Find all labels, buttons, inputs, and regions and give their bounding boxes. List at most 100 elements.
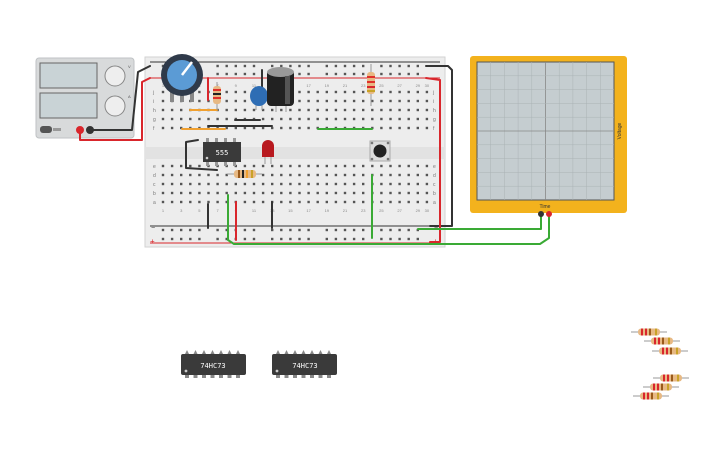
breadboard-hole[interactable] (325, 164, 328, 168)
breadboard-hole[interactable] (225, 108, 228, 112)
breadboard-hole[interactable] (407, 126, 410, 130)
rail-hole[interactable] (389, 237, 392, 241)
breadboard-hole[interactable] (334, 117, 338, 121)
breadboard-hole[interactable] (161, 191, 165, 195)
loose-resistor[interactable] (643, 383, 679, 391)
breadboard-hole[interactable] (325, 191, 328, 195)
rail-hole[interactable] (243, 237, 247, 241)
breadboard-hole[interactable] (161, 182, 165, 186)
breadboard-hole[interactable] (425, 108, 429, 112)
breadboard-hole[interactable] (180, 117, 183, 121)
rail-hole[interactable] (380, 72, 383, 76)
wire-rail-ground-link[interactable] (425, 65, 453, 227)
breadboard-hole[interactable] (416, 191, 419, 195)
breadboard-hole[interactable] (225, 126, 228, 130)
breadboard-hole[interactable] (371, 117, 374, 121)
breadboard-hole[interactable] (307, 117, 310, 121)
breadboard-hole[interactable] (371, 99, 374, 103)
breadboard-hole[interactable] (343, 200, 347, 204)
wire-scope-probe-a[interactable] (417, 213, 542, 230)
rail-hole[interactable] (298, 228, 301, 232)
rail-hole[interactable] (289, 237, 292, 241)
rail-hole[interactable] (280, 64, 283, 68)
timer-555-chip[interactable]: 555 (203, 138, 241, 166)
breadboard-holes[interactable] (161, 64, 429, 241)
rail-hole[interactable] (389, 228, 392, 232)
breadboard-hole[interactable] (180, 182, 183, 186)
breadboard-hole[interactable] (161, 108, 165, 112)
breadboard-hole[interactable] (380, 99, 383, 103)
rail-hole[interactable] (343, 64, 347, 68)
breadboard-hole[interactable] (207, 117, 210, 121)
resistor-r2[interactable] (367, 64, 375, 106)
breadboard-hole[interactable] (261, 108, 265, 112)
rail-hole[interactable] (252, 237, 256, 241)
breadboard-hole[interactable] (207, 173, 210, 177)
breadboard-hole[interactable] (389, 191, 392, 195)
breadboard-hole[interactable] (398, 164, 401, 168)
breadboard-hole[interactable] (343, 108, 347, 112)
rail-hole[interactable] (343, 228, 347, 232)
breadboard-hole[interactable] (271, 191, 274, 195)
rail-hole[interactable] (398, 228, 401, 232)
wire-power-negative[interactable] (89, 65, 151, 131)
rail-hole[interactable] (407, 228, 410, 232)
rail-hole[interactable] (161, 64, 165, 68)
rail-hole[interactable] (298, 237, 301, 241)
breadboard-hole[interactable] (261, 126, 265, 130)
breadboard-hole[interactable] (307, 90, 310, 94)
breadboard-hole[interactable] (362, 182, 365, 186)
oscilloscope-probe-positive[interactable] (546, 211, 552, 217)
rail-hole[interactable] (416, 64, 419, 68)
breadboard-hole[interactable] (207, 191, 210, 195)
breadboard-hole[interactable] (389, 90, 392, 94)
breadboard-hole[interactable] (343, 191, 347, 195)
rail-hole[interactable] (216, 228, 219, 232)
breadboard-hole[interactable] (161, 126, 165, 130)
breadboard-hole[interactable] (407, 191, 410, 195)
breadboard-hole[interactable] (334, 108, 338, 112)
breadboard-hole[interactable] (261, 191, 265, 195)
rail-hole[interactable] (180, 237, 183, 241)
breadboard-hole[interactable] (325, 200, 328, 204)
breadboard-hole[interactable] (189, 182, 192, 186)
rail-hole[interactable] (252, 72, 256, 76)
wires[interactable] (79, 65, 550, 245)
breadboard-hole[interactable] (198, 99, 201, 103)
breadboard-hole[interactable] (334, 173, 338, 177)
rail-hole[interactable] (243, 72, 247, 76)
breadboard-hole[interactable] (316, 164, 319, 168)
breadboard-hole[interactable] (307, 182, 310, 186)
breadboard-hole[interactable] (416, 126, 419, 130)
breadboard-hole[interactable] (261, 117, 265, 121)
breadboard-hole[interactable] (398, 108, 401, 112)
breadboard-hole[interactable] (298, 99, 301, 103)
rail-hole[interactable] (416, 228, 419, 232)
rail-hole[interactable] (380, 64, 383, 68)
rail-hole[interactable] (352, 64, 356, 68)
wire-scope-probe-b[interactable] (227, 194, 550, 245)
rail-hole[interactable] (307, 237, 310, 241)
breadboard-hole[interactable] (271, 108, 274, 112)
breadboard-hole[interactable] (189, 164, 192, 168)
breadboard-hole[interactable] (362, 108, 365, 112)
breadboard-hole[interactable] (407, 182, 410, 186)
breadboard-hole[interactable] (398, 90, 401, 94)
breadboard-hole[interactable] (316, 117, 319, 121)
rail-hole[interactable] (225, 237, 228, 241)
breadboard-hole[interactable] (180, 191, 183, 195)
breadboard-hole[interactable] (234, 182, 237, 186)
loose-resistors[interactable] (631, 328, 689, 400)
rail-hole[interactable] (170, 228, 174, 232)
loose-resistor[interactable] (631, 328, 667, 336)
rail-hole[interactable] (389, 64, 392, 68)
breadboard-hole[interactable] (180, 173, 183, 177)
rail-hole[interactable] (170, 237, 174, 241)
breadboard-hole[interactable] (398, 191, 401, 195)
breadboard-hole[interactable] (325, 173, 328, 177)
breadboard-hole[interactable] (280, 108, 283, 112)
rail-hole[interactable] (380, 228, 383, 232)
rail-hole[interactable] (416, 72, 419, 76)
breadboard-hole[interactable] (180, 126, 183, 130)
